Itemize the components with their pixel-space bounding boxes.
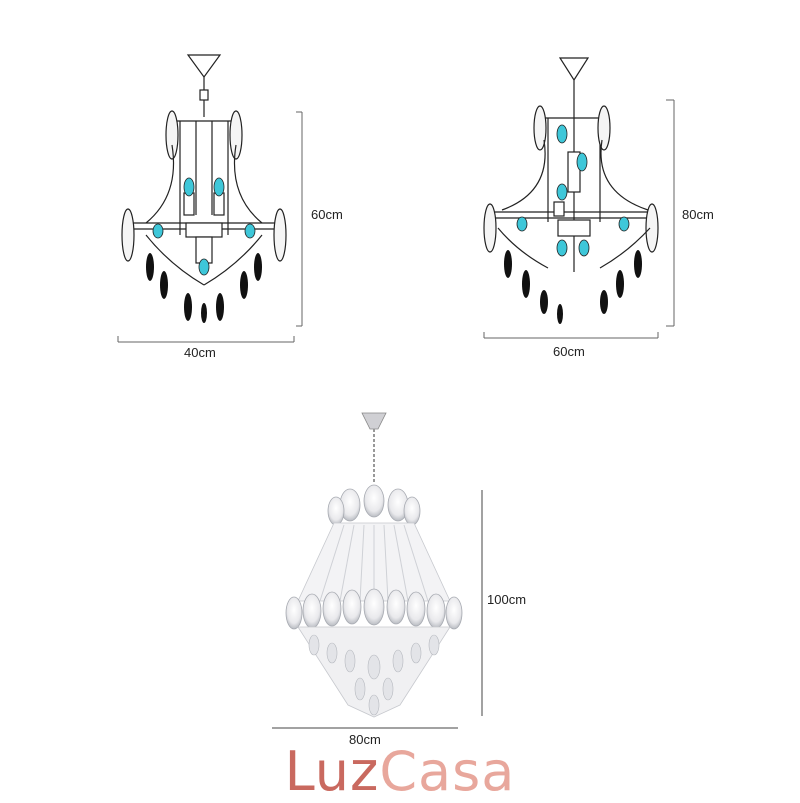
dimension-lines-medium (483, 99, 675, 339)
brand-logo-part2: Casa (379, 740, 516, 803)
brand-logo-part1: Luz (284, 740, 380, 803)
height-label-medium: 80cm (682, 207, 714, 222)
dimension-lines-small (117, 111, 303, 343)
width-label-large: 80cm (349, 732, 381, 747)
chandelier-large-photo (285, 412, 463, 718)
height-label-small: 60cm (311, 207, 343, 222)
brand-logo: LuzCasa (0, 740, 800, 803)
dimension-lines-large (272, 490, 483, 729)
chandelier-medium-drawing (483, 57, 659, 324)
width-label-medium: 60cm (553, 344, 585, 359)
height-label-large: 100cm (487, 592, 527, 607)
chandelier-small-drawing (121, 54, 287, 323)
width-label-small: 40cm (184, 345, 216, 360)
